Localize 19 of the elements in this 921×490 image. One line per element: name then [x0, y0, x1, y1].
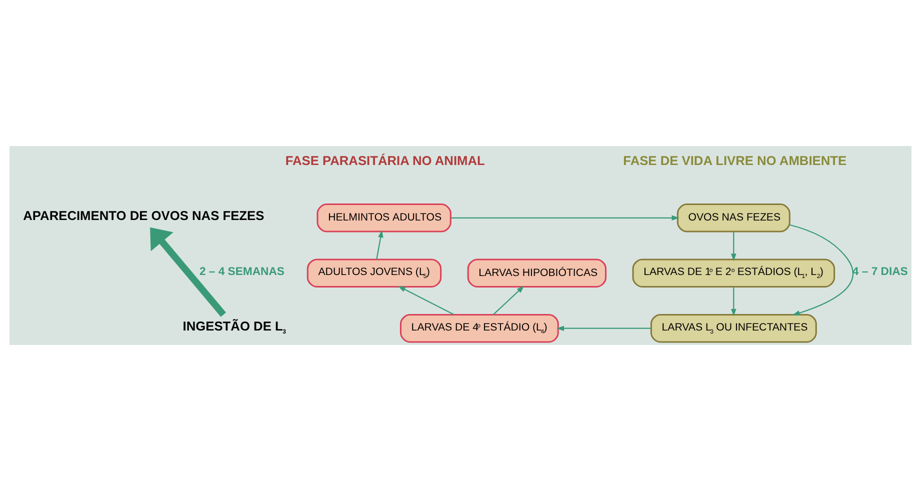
- arrow: [150, 226, 226, 316]
- arrow: [376, 229, 384, 260]
- node-text: APARECIMENTO DE OVOS NAS FEZES: [23, 208, 264, 223]
- label: FASE DE VIDA LIVRE NO AMBIENTE: [623, 152, 847, 168]
- node-box: OVOS NAS FEZES: [676, 203, 790, 232]
- arrow: [790, 224, 854, 316]
- arrow: [556, 325, 652, 330]
- node-text: INGESTÃO DE L$_{3}$: [182, 318, 286, 336]
- node-box: HELMINTOS ADULTOS: [316, 203, 452, 232]
- arrow: [731, 286, 736, 316]
- arrow: [451, 214, 680, 220]
- edge-label: 2 – 4 SEMANAS: [199, 266, 284, 278]
- node-box: LARVAS DE 4$^{o}$ ESTÁDIO (L$_{4}$): [400, 313, 559, 342]
- node-box: LARVAS HIPOBIÓTICAS: [467, 258, 607, 287]
- arrow: [731, 231, 736, 261]
- arrow: [398, 285, 454, 315]
- node-box: LARVAS DE 1$^{o}$ E 2$^{o}$ ESTÁDIOS (L$_{1}$, L$_{2}$): [632, 258, 836, 287]
- arrow: [492, 285, 524, 315]
- label: FASE PARASITÁRIA NO ANIMAL: [285, 152, 485, 168]
